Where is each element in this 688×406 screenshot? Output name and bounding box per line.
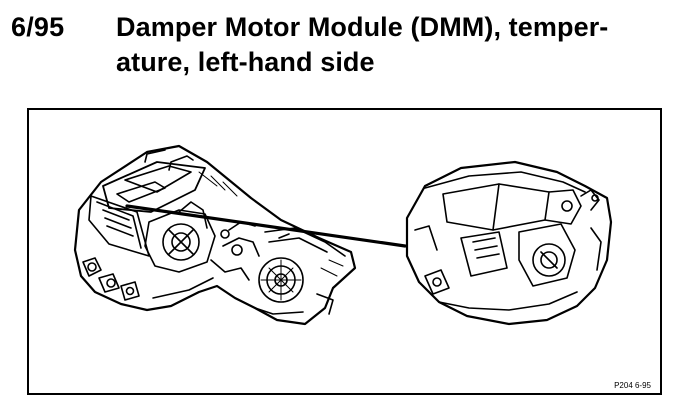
section-number: 6/95 bbox=[11, 12, 65, 42]
figure-code: P204 6-95 bbox=[614, 381, 651, 390]
damper-motor-module bbox=[405, 160, 613, 326]
page-heading: 6/95 Damper Motor Module (DMM), temper- … bbox=[0, 0, 688, 90]
section-title-line-2: ature, left-hand side bbox=[116, 47, 375, 77]
callout-line bbox=[125, 204, 407, 248]
figure-frame: P204 6-95 bbox=[27, 108, 662, 395]
section-title-line-1: Damper Motor Module (DMM), temper- bbox=[116, 12, 609, 42]
component-illustration bbox=[73, 144, 613, 326]
climate-control-housing bbox=[73, 144, 357, 326]
